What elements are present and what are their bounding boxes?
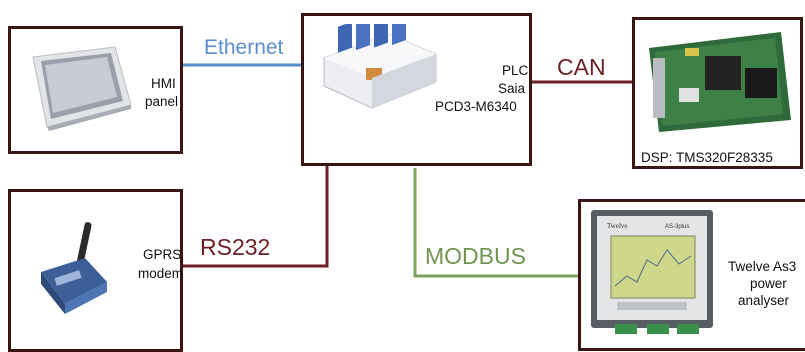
hmi-node: HMI panel — [8, 26, 183, 154]
dsp-board-icon — [649, 32, 791, 132]
plc-label-line1: PLC — [502, 63, 529, 78]
gprs-modem-icon — [41, 222, 107, 314]
can-link-label: CAN — [557, 54, 606, 80]
analyser-node: Twelve AS-3plus Twelve As3 power analyse… — [578, 199, 805, 351]
svg-text:AS-3plus: AS-3plus — [665, 224, 689, 230]
gprs-label-line1: GPRS — [143, 247, 182, 262]
svg-text:Twelve: Twelve — [607, 222, 628, 230]
rs232-link-label: RS232 — [200, 234, 271, 260]
analyser-label-line2: power — [750, 276, 787, 291]
hmi-label-line1: HMI — [151, 76, 176, 91]
gprs-label-line2: modem — [138, 266, 184, 281]
plc-label-line3: PCD3-M6340 — [435, 99, 517, 114]
rs232-line — [181, 165, 329, 268]
analyser-label-line3: analyser — [738, 293, 790, 308]
modbus-line — [413, 168, 580, 278]
plc-module-icon — [323, 24, 437, 109]
power-analyser-icon: Twelve AS-3plus — [591, 210, 713, 334]
dsp-node: DSP: TMS320F28335 — [632, 17, 803, 169]
plc-node: PLC Saia PCD3-M6340 — [301, 13, 532, 166]
dsp-label: DSP: TMS320F28335 — [641, 150, 773, 165]
modbus-link-label: MODBUS — [425, 243, 526, 269]
touchscreen-panel-icon — [32, 46, 132, 131]
plc-label-line2: Saia — [498, 81, 526, 96]
gprs-node: GPRS modem — [8, 189, 183, 352]
ethernet-link-label: Ethernet — [204, 36, 284, 59]
analyser-label-line1: Twelve As3 — [728, 259, 797, 274]
hmi-label-line2: panel — [145, 94, 179, 109]
